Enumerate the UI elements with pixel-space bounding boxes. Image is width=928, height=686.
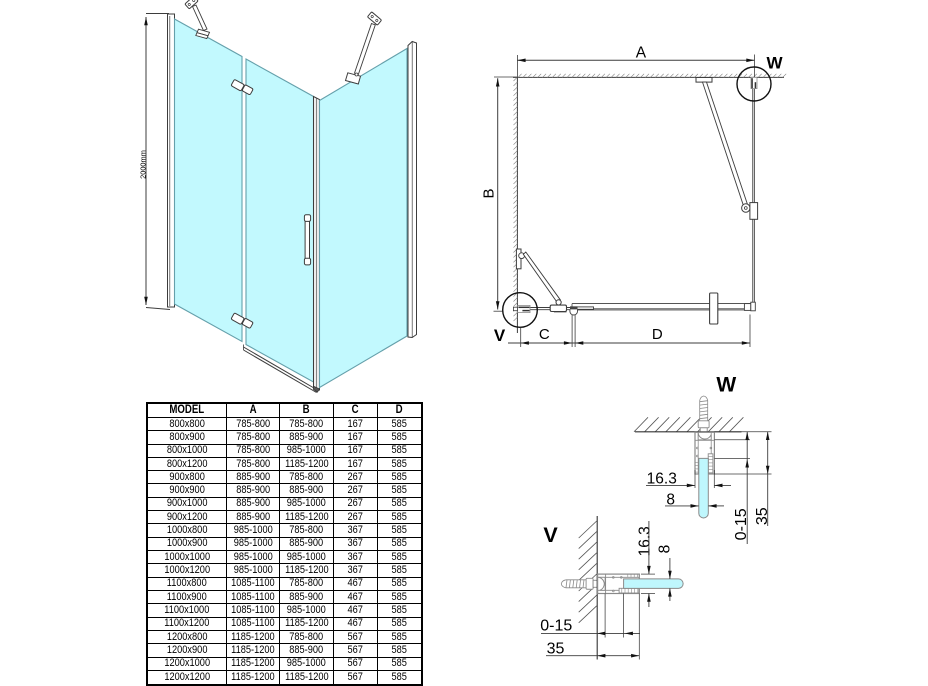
svg-text:W: W (716, 374, 736, 397)
svg-text:C: C (539, 326, 550, 343)
svg-text:8: 8 (666, 491, 675, 508)
svg-text:35: 35 (547, 641, 565, 658)
svg-text:D: D (652, 326, 663, 343)
svg-text:35: 35 (754, 507, 771, 525)
svg-text:2000mm: 2000mm (138, 150, 147, 179)
svg-text:16.3: 16.3 (647, 470, 677, 487)
svg-text:16.3: 16.3 (637, 526, 654, 556)
svg-text:0-15: 0-15 (733, 508, 750, 540)
svg-text:W: W (766, 54, 783, 73)
svg-text:A: A (636, 44, 647, 61)
svg-text:0-15: 0-15 (540, 618, 572, 635)
svg-text:8: 8 (657, 545, 674, 554)
svg-text:B: B (481, 188, 498, 198)
svg-text:V: V (543, 523, 558, 547)
svg-text:V: V (494, 326, 506, 345)
